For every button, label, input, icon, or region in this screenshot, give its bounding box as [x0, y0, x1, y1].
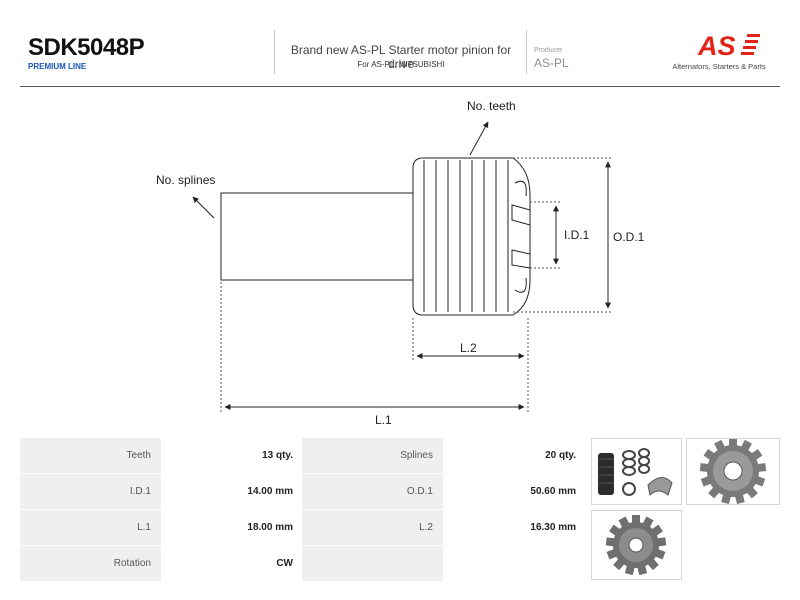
- product-description: Brand new AS-PL Starter motor pinion for…: [290, 43, 512, 71]
- pinion-shaft: [220, 192, 414, 281]
- label-id1: I.D.1: [564, 228, 590, 242]
- label-od1: O.D.1: [613, 230, 645, 244]
- splines-pointer: [192, 196, 215, 219]
- spec-value: [443, 546, 585, 581]
- spec-label: Splines: [302, 438, 443, 473]
- page-header: SDK5048P PREMIUM LINE Brand new AS-PL St…: [0, 0, 800, 86]
- label-l2: L.2: [460, 341, 477, 355]
- label-no-splines: No. splines: [156, 173, 215, 187]
- brand-logo: AS: [698, 31, 760, 60]
- table-row: I.D.1 14.00 mm O.D.1 50.60 mm: [20, 474, 585, 509]
- gear-teeth-lines: [423, 160, 509, 312]
- header-rule: [20, 86, 780, 87]
- spec-label: L.1: [20, 510, 161, 545]
- technical-drawing: No. teeth No. splines I.D.1 O.D.1 L.2 L.…: [156, 99, 645, 427]
- label-no-teeth: No. teeth: [467, 99, 516, 113]
- spec-value: 18.00 mm: [161, 510, 302, 545]
- table-row: Teeth 13 qty. Splines 20 qty.: [20, 438, 585, 473]
- product-code: SDK5048P: [28, 34, 145, 61]
- spec-value: 13 qty.: [161, 438, 302, 473]
- header-divider: [526, 30, 527, 74]
- producer-value: AS-PL: [534, 56, 569, 70]
- gear-front-image: [699, 438, 767, 505]
- spec-value: 14.00 mm: [161, 474, 302, 509]
- product-photo-kit[interactable]: [591, 438, 682, 505]
- gear-kit-image: [598, 448, 673, 497]
- product-photo-gear-front[interactable]: [686, 438, 780, 505]
- logo-text: AS: [698, 31, 736, 60]
- brand-tagline: Alternators, Starters & Parts: [672, 62, 766, 71]
- product-photo-gear-side[interactable]: [591, 510, 682, 580]
- header-divider: [274, 30, 275, 74]
- spec-label: I.D.1: [20, 474, 161, 509]
- label-l1: L.1: [375, 413, 392, 427]
- spec-label: [302, 546, 443, 581]
- teeth-pointer: [469, 121, 489, 156]
- spec-label: O.D.1: [302, 474, 443, 509]
- spec-table: Teeth 13 qty. Splines 20 qty. I.D.1 14.0…: [20, 438, 585, 581]
- product-fitment: For AS-PL, MITSUBISHI: [357, 60, 445, 69]
- table-row: L.1 18.00 mm L.2 16.30 mm: [20, 510, 585, 545]
- gear-side-image: [605, 515, 667, 576]
- producer-label: Producer: [534, 47, 563, 54]
- spec-value: 16.30 mm: [443, 510, 585, 545]
- spec-label: Rotation: [20, 546, 161, 581]
- spec-value: CW: [161, 546, 302, 581]
- product-line: PREMIUM LINE: [28, 62, 87, 71]
- spec-value: 20 qty.: [443, 438, 585, 473]
- spec-value: 50.60 mm: [443, 474, 585, 509]
- spec-label: Teeth: [20, 438, 161, 473]
- spec-label: L.2: [302, 510, 443, 545]
- table-row: Rotation CW: [20, 546, 585, 581]
